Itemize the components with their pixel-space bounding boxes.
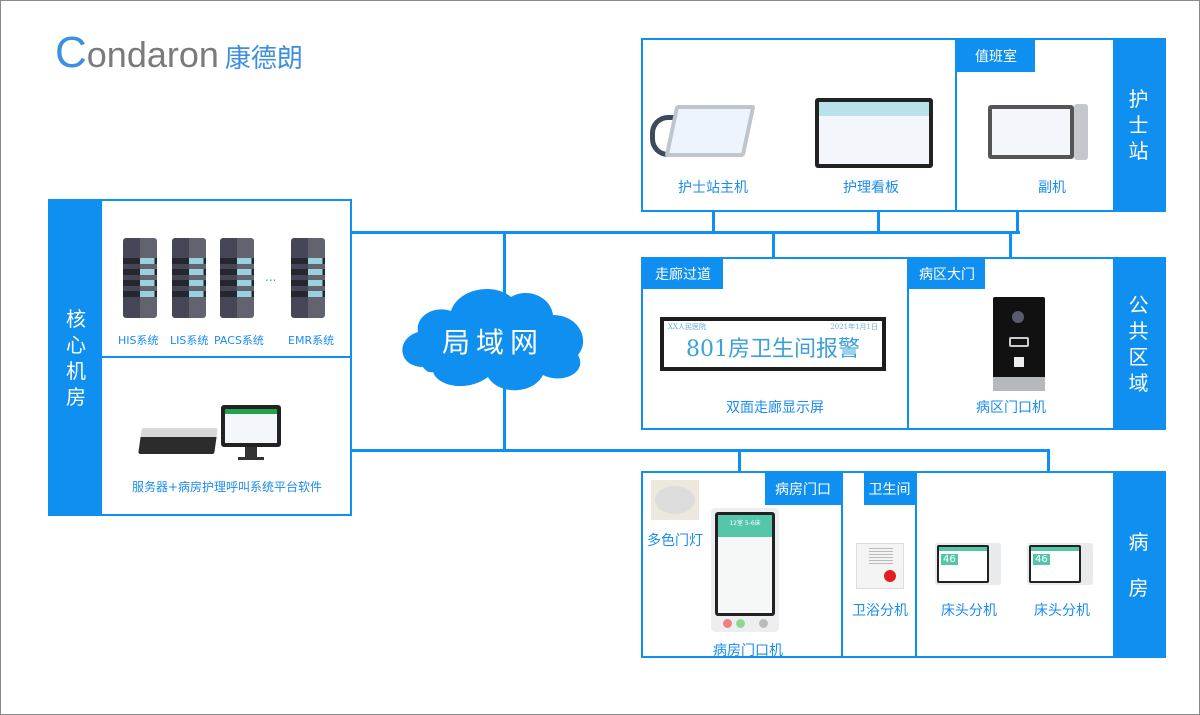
- side-char: 区: [1128, 344, 1149, 369]
- drop-ward-2: [1047, 449, 1050, 473]
- sub-station-label: 副机: [1038, 180, 1066, 196]
- ward-door-terminal-icon: 12室 5-6床: [711, 508, 779, 632]
- display-message: 801房卫生间报警: [686, 337, 860, 362]
- ward-gate-label: 病区门口机: [976, 400, 1046, 416]
- bus-line-top: [350, 231, 1020, 234]
- pacs-label: PACS系统: [214, 334, 264, 347]
- display-date: 2021年1月1日: [830, 323, 878, 331]
- drop-public-1: [772, 231, 775, 259]
- logo-wordmark: ondaron: [86, 34, 219, 75]
- sub-station-icon: [988, 105, 1074, 159]
- bedside-bed-number: 46: [941, 554, 958, 565]
- display-hospital: XX人民医院: [668, 323, 706, 331]
- emr-server-icon: [291, 238, 325, 318]
- drop-nurse-3: [1016, 210, 1019, 233]
- public-area-side-label: 公 共 区 域: [1113, 259, 1164, 428]
- door-light-label: 多色门灯: [647, 533, 703, 549]
- pacs-server-icon: [220, 238, 254, 318]
- ward-gate-intercom-icon: [993, 297, 1045, 391]
- bedside-unit-2-label: 床头分机: [1034, 603, 1090, 619]
- side-char: 病: [1128, 529, 1149, 554]
- rack-server-icon: [138, 428, 218, 454]
- side-char: 士: [1128, 113, 1149, 137]
- bathroom-unit-icon: [856, 543, 904, 589]
- side-char: 域: [1128, 370, 1149, 395]
- ward-door-tag: 病房门口: [765, 473, 841, 505]
- bus-line-bottom: [350, 449, 1050, 452]
- bedside-bed-number: 46: [1033, 554, 1050, 565]
- side-char: 护: [1128, 87, 1149, 111]
- bedside-unit-2-icon: 46: [1027, 543, 1093, 585]
- his-server-icon: [123, 238, 157, 318]
- nurse-station-side-label: 护 士 站: [1113, 40, 1164, 210]
- drop-public-2: [1009, 231, 1012, 259]
- emr-label: EMR系统: [288, 334, 335, 347]
- ward-side-label: 病 房: [1113, 473, 1164, 656]
- logo-chinese: 康德朗: [224, 44, 303, 74]
- bathroom-unit-label: 卫浴分机: [852, 603, 908, 619]
- side-char: 公: [1128, 292, 1149, 317]
- side-char: 心: [66, 332, 86, 357]
- drop-nurse-2: [877, 210, 880, 233]
- duty-room-tag: 值班室: [957, 40, 1035, 72]
- side-char: 站: [1128, 139, 1149, 163]
- side-char: 房: [66, 384, 86, 409]
- monitor-stand: [245, 447, 257, 457]
- ward-gate-tag: 病区大门: [909, 259, 985, 289]
- nursing-board-icon: [815, 98, 933, 168]
- core-room-side-label: 核 心 机 房: [50, 201, 102, 514]
- brand-logo: C ondaron 康德朗: [55, 28, 303, 78]
- ward-divider-2: [915, 473, 917, 656]
- corridor-display-label: 双面走廊显示屏: [726, 400, 824, 416]
- bathroom-tag: 卫生间: [864, 473, 915, 505]
- ward-door-terminal-label: 病房门口机: [713, 643, 783, 659]
- corridor-display-screen: XX人民医院 2021年1月1日 801房卫生间报警: [660, 317, 886, 371]
- bedside-unit-1-icon: 46: [935, 543, 1001, 585]
- his-label: HIS系统: [118, 334, 159, 347]
- more-systems-ellipsis: ...: [265, 270, 277, 284]
- door-terminal-title: 12室 5-6床: [729, 520, 761, 527]
- monitor-base: [238, 457, 264, 460]
- sub-station-handset: [1074, 104, 1088, 160]
- nurse-host-label: 护士站主机: [678, 180, 748, 196]
- drop-nurse-1: [712, 210, 715, 233]
- lis-server-icon: [172, 238, 206, 318]
- side-char: 房: [1128, 575, 1149, 600]
- duty-room-divider: [955, 40, 957, 210]
- core-divider: [102, 356, 352, 358]
- lan-label: 局域网: [441, 326, 544, 359]
- drop-ward-1: [738, 449, 741, 473]
- platform-label: 服务器+病房护理呼叫系统平台软件: [131, 480, 323, 494]
- nurse-host-phone-icon: [650, 105, 756, 160]
- lan-cloud: 局域网: [393, 277, 593, 395]
- monitor-icon: [221, 405, 281, 447]
- cloud-icon: [402, 289, 584, 391]
- bedside-unit-1-label: 床头分机: [941, 603, 997, 619]
- corridor-tag: 走廊过道: [643, 259, 723, 289]
- side-char: 机: [66, 358, 86, 383]
- ward-divider-1: [841, 473, 843, 656]
- lis-label: LIS系统: [170, 334, 209, 347]
- public-divider: [907, 259, 909, 428]
- logo-initial: C: [55, 28, 87, 77]
- nursing-board-label: 护理看板: [843, 180, 899, 196]
- side-char: 核: [66, 306, 86, 331]
- side-char: 共: [1128, 318, 1149, 343]
- door-light-icon: [651, 480, 699, 520]
